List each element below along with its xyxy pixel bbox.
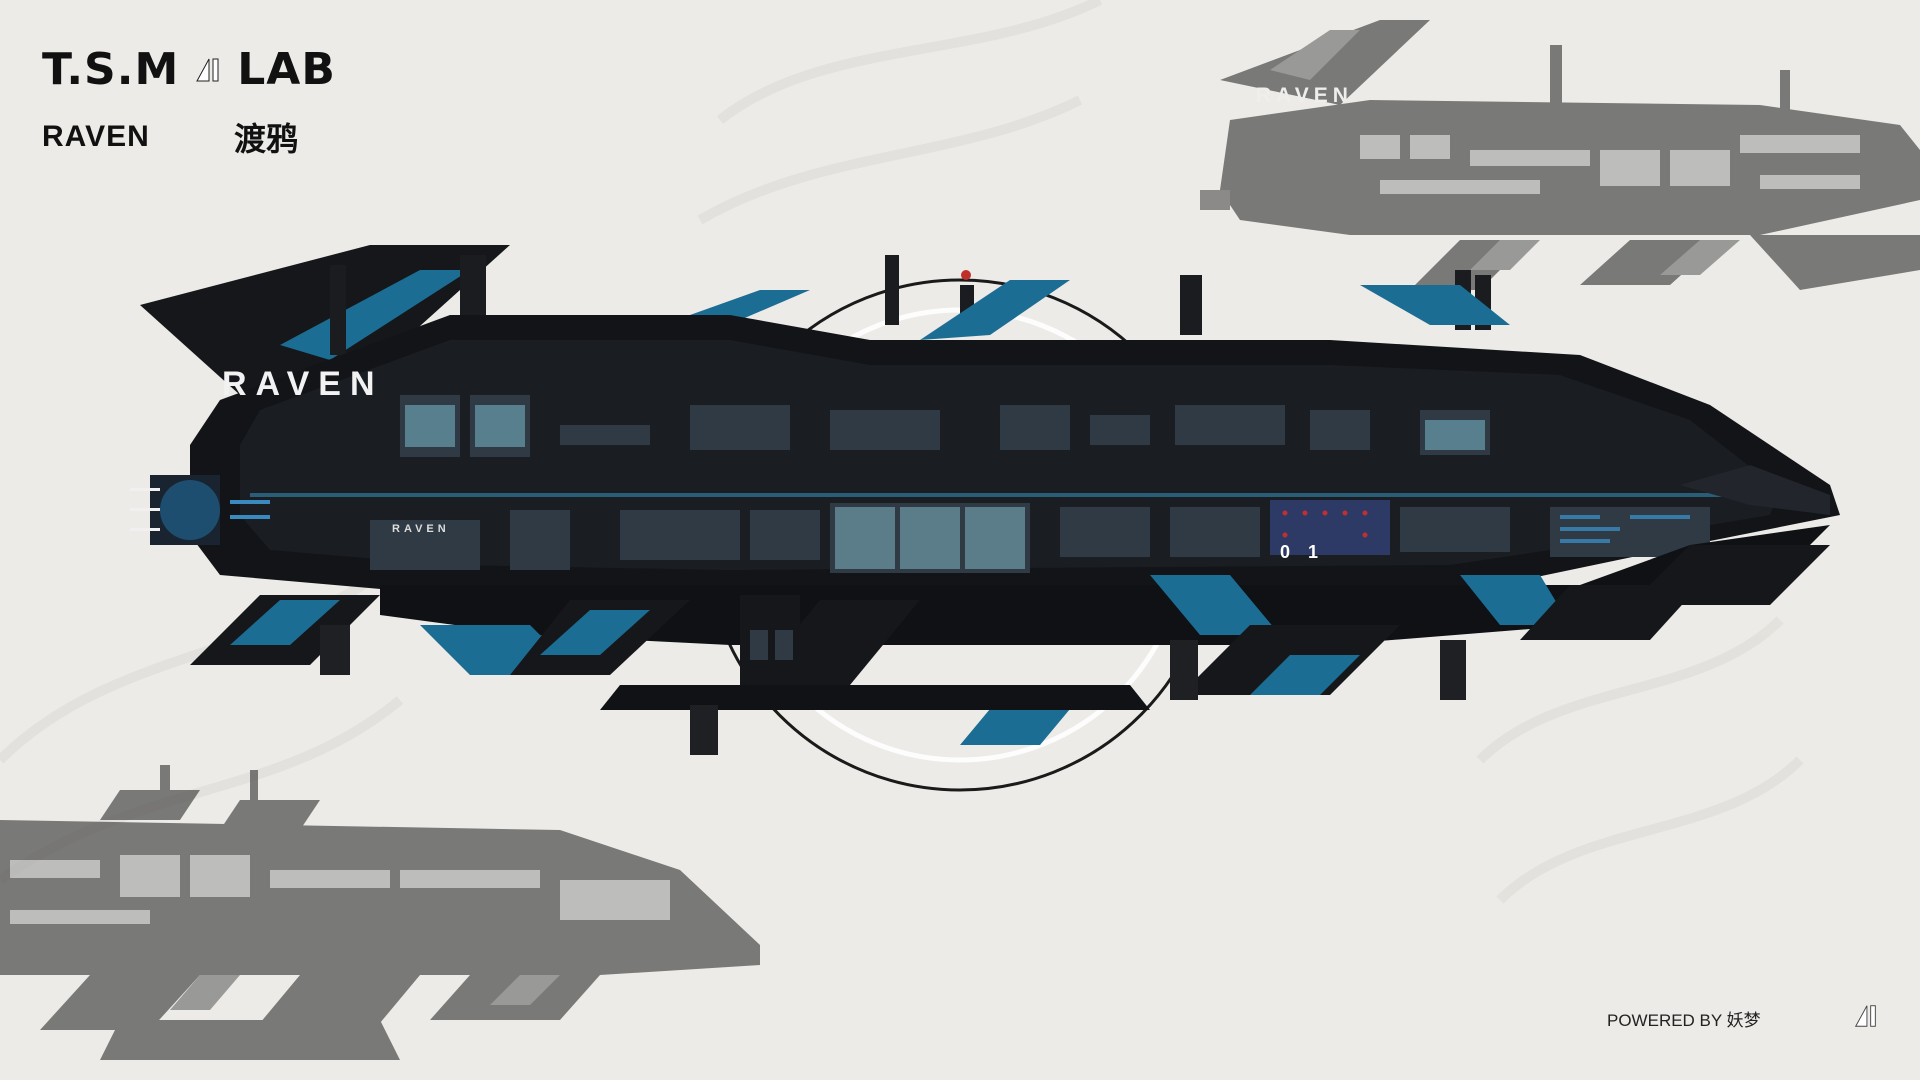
ship-main-plate-label: RAVEN <box>392 523 450 535</box>
ship-ghost-top-label: RAVEN <box>1256 84 1353 107</box>
studio-logo-icon <box>1854 1005 1876 1027</box>
ship-ghost-bottom-hull <box>0 765 760 1060</box>
footer-credit: POWERED BY 妖梦 <box>1607 1011 1761 1030</box>
ship-main: RAVEN RAVEN 01 <box>130 245 1870 805</box>
ship-main-label: RAVEN <box>222 365 384 403</box>
brand-tsm: T.S.M <box>42 44 180 95</box>
ship-ghost-top-hull <box>1200 20 1920 290</box>
ship-ghost-top: RAVEN <box>1200 10 1920 350</box>
brand-lab: LAB <box>237 44 336 95</box>
subtitle-english: RAVEN <box>42 120 150 153</box>
studio-logo-icon <box>196 58 219 82</box>
ship-ghost-bottom <box>0 760 800 1080</box>
subtitle-chinese: 渡鸦 <box>234 120 299 158</box>
ship-main-hull <box>130 245 1840 792</box>
title-block: T.S.M LAB RAVEN 渡鸦 <box>42 48 336 160</box>
deck-number-label: 01 <box>1280 542 1337 562</box>
